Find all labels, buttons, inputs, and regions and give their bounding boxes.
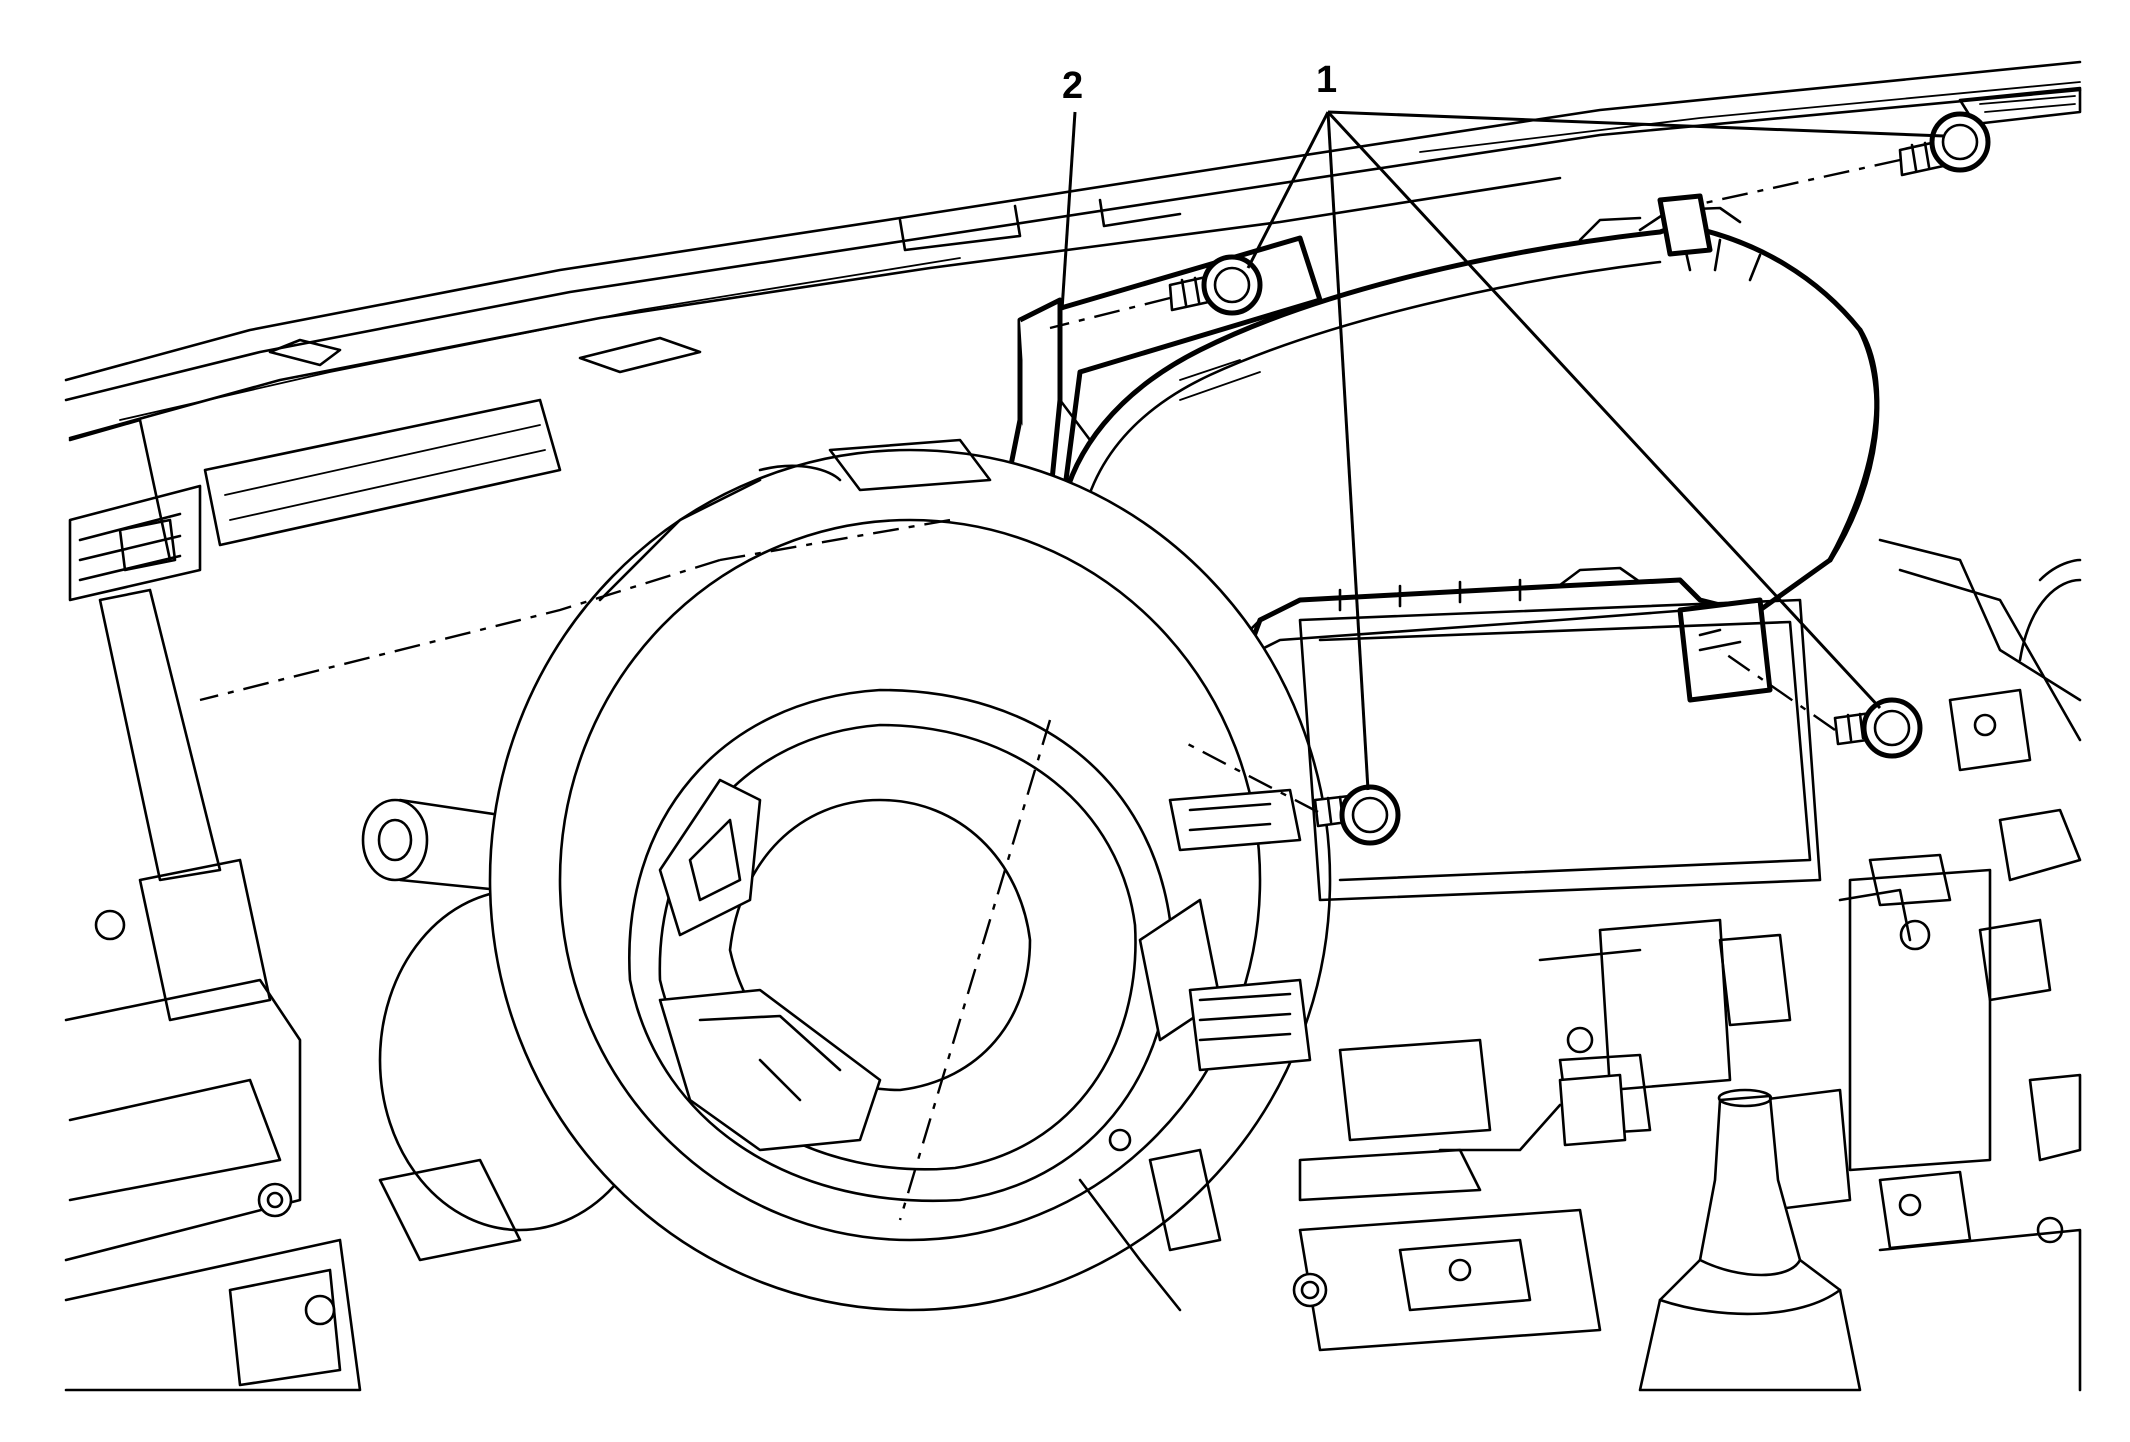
callout-label-2: 2: [1062, 65, 1083, 107]
cluster-bolt-upper-left: [1168, 254, 1263, 316]
cluster-bolt-lower-right: [1833, 697, 1923, 759]
instrument-panel-upper-trim: [64, 60, 2082, 440]
cluster-bolt-lower-left: [1313, 784, 1401, 846]
steering-column-shroud: [1638, 1088, 1862, 1392]
steering-wheel: [488, 438, 1332, 1312]
cluster-bolt-upper-right: [1898, 111, 1991, 177]
right-dash-structure: [1838, 538, 2082, 1392]
left-dash-structure: [64, 398, 562, 1392]
bolt-insertion-paths: [199, 158, 1901, 1221]
callout-2-leader: [1060, 111, 1077, 311]
callout-label-1: 1: [1316, 59, 1337, 101]
callout-1-leaders: [1246, 110, 1945, 791]
